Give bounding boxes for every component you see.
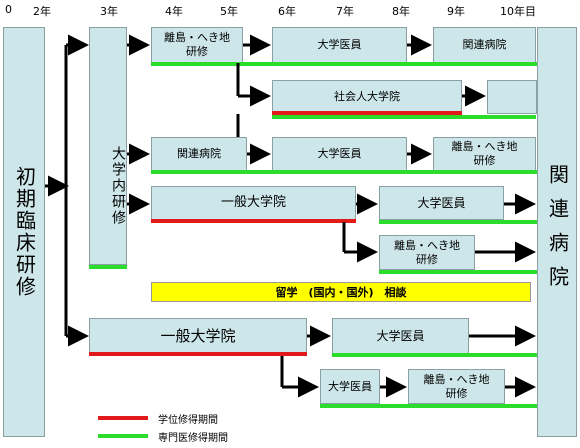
r1-green-bar xyxy=(151,62,537,66)
r4-green-bar xyxy=(379,220,537,224)
r2-red-bar xyxy=(272,111,462,115)
r4-red-bar xyxy=(151,219,356,223)
r7-green-bar xyxy=(320,404,537,408)
r3-green-bar xyxy=(151,170,537,174)
year-7: 7年 xyxy=(336,5,354,18)
year-5: 5年 xyxy=(220,5,238,18)
r2-green-bar xyxy=(272,115,536,119)
legend-red-label: 学位修得期間 xyxy=(158,415,218,426)
legend-red-swatch xyxy=(98,416,148,420)
initial-clinical-training-box: 初期臨床研修 xyxy=(3,27,45,437)
r1-remote-training-box: 離島・へき地 研修 xyxy=(151,27,243,63)
r4-general-grad-box: 一般大学院 xyxy=(151,186,356,221)
year-10: 10年目 xyxy=(500,5,536,18)
r2-right-box xyxy=(487,80,537,114)
r6-red-bar xyxy=(89,352,307,356)
univ-training-box: 大学内研修 xyxy=(89,27,127,265)
year-3: 3年 xyxy=(100,5,118,18)
year-0: 0 xyxy=(5,3,12,16)
r6-general-grad-box: 一般大学院 xyxy=(89,318,307,354)
r1-affiliated-box: 関連病院 xyxy=(433,27,536,63)
year-8: 8年 xyxy=(392,5,410,18)
r7-univ-staff-box: 大学医員 xyxy=(320,369,380,404)
r6-univ-staff-box: 大学医員 xyxy=(332,318,469,354)
affiliated-hospital-box: 関連病院 xyxy=(537,27,577,437)
r7-remote-training-box: 離島・へき地 研修 xyxy=(408,369,505,404)
r5-remote-training-box: 離島・へき地 研修 xyxy=(379,235,475,270)
year-6: 6年 xyxy=(278,5,296,18)
year-2: 2年 xyxy=(33,5,51,18)
year-9: 9年 xyxy=(447,5,465,18)
legend-green-label: 専門医修得期間 xyxy=(158,433,228,444)
univ-training-green-bar xyxy=(89,265,127,269)
r1-univ-staff-box: 大学医員 xyxy=(272,27,407,63)
study-abroad-banner: 留学 (国内・国外) 相談 xyxy=(151,282,531,302)
r5-green-bar xyxy=(379,270,537,274)
year-4: 4年 xyxy=(165,5,183,18)
legend-green-swatch xyxy=(98,434,148,438)
r4-univ-staff-box: 大学医員 xyxy=(379,186,504,220)
r6-green-bar xyxy=(332,353,537,357)
